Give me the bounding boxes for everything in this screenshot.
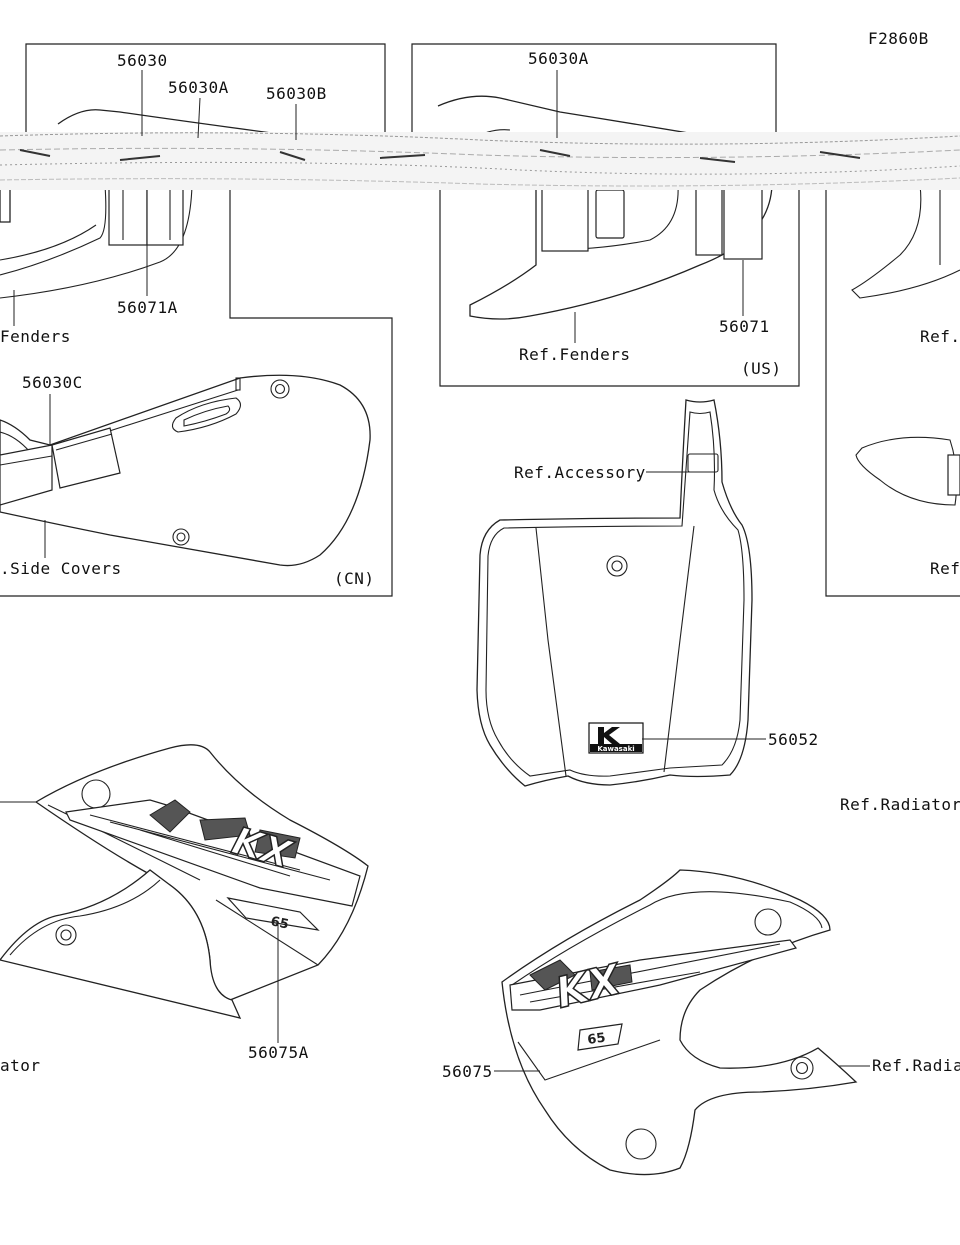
accessory-tab bbox=[687, 453, 719, 473]
shroud-right-bolt-inner bbox=[795, 1061, 809, 1075]
decal-56071-1 bbox=[695, 184, 723, 256]
decal-56030c-1 bbox=[0, 444, 53, 506]
kawasaki-logo-band bbox=[590, 744, 642, 752]
right-cut-cover bbox=[855, 436, 958, 506]
shroud-left-lower-edge bbox=[215, 899, 319, 966]
size-text-left: 65 bbox=[269, 914, 290, 932]
label-56071: 56071 bbox=[719, 317, 770, 336]
right-cut-fender bbox=[851, 184, 960, 299]
label-56030b: 56030B bbox=[266, 84, 327, 103]
shroud-left-bolt bbox=[55, 924, 77, 946]
number-plate-body bbox=[476, 399, 753, 787]
figure-code: F2860B bbox=[868, 29, 929, 48]
fender-box-us-bottom-frame bbox=[439, 185, 800, 387]
label-us: (US) bbox=[741, 359, 782, 378]
side-cover-bolt-bottom bbox=[172, 528, 190, 546]
side-cover-bolt-top bbox=[270, 379, 290, 399]
kx-letters-right-shadow bbox=[529, 959, 633, 991]
label-56030a-right: 56030A bbox=[528, 49, 589, 68]
left-fender-edge bbox=[0, 184, 107, 276]
shroud-left-lower-inner bbox=[9, 879, 161, 956]
number-plate-bolt-inner bbox=[611, 560, 623, 572]
shroud-right-hole-top bbox=[754, 908, 782, 936]
shroud-right-bolt bbox=[790, 1056, 814, 1080]
left-fender-slot bbox=[0, 184, 11, 223]
leader-56030a-left bbox=[197, 97, 201, 139]
label-ref-radiator-top: Ref.Radiator bbox=[840, 795, 960, 814]
radiator-shroud-right: KX 65 bbox=[501, 869, 858, 1176]
right-cut-decal bbox=[947, 454, 960, 496]
number-plate-crease-left bbox=[535, 527, 567, 777]
shroud-left-lower bbox=[0, 869, 242, 1019]
right-cut-frame bbox=[825, 185, 960, 597]
fender-box-left-top-frame bbox=[25, 43, 386, 140]
side-cover-bolt-bottom-inner bbox=[176, 532, 186, 542]
left-fender-outline bbox=[0, 184, 193, 299]
shroud-right-hole-bottom bbox=[625, 1128, 657, 1160]
shroud-right-body bbox=[501, 869, 858, 1176]
label-56030: 56030 bbox=[117, 51, 168, 70]
label-ref-fenders-left: Fenders bbox=[0, 327, 71, 346]
label-ref-radiator-right-cut: Ref.Radia bbox=[872, 1056, 960, 1075]
size-text-right: 65 bbox=[586, 1031, 606, 1048]
label-ref-radiator-left-cut: ator bbox=[0, 1056, 41, 1075]
decal-line bbox=[55, 433, 113, 451]
decal-56071a-1 bbox=[108, 184, 148, 246]
label-cn: (CN) bbox=[334, 569, 375, 588]
decal-56071a-2 bbox=[146, 184, 184, 246]
side-cover-box-frame bbox=[0, 185, 393, 597]
label-ref-fenders-right: Ref.Fenders bbox=[519, 345, 630, 364]
radiator-shroud-left: KX 65 bbox=[0, 744, 369, 1019]
decal-56071-2 bbox=[723, 184, 763, 260]
side-cover-slot-inner bbox=[183, 405, 231, 427]
right-cut-box bbox=[825, 184, 960, 597]
decal-56030c-2 bbox=[51, 427, 121, 489]
number-plate-crease-right bbox=[663, 525, 695, 773]
fender-box-us-top-frame bbox=[411, 43, 777, 140]
shroud-left-edge bbox=[47, 804, 201, 881]
kx-graphic-left bbox=[65, 799, 361, 907]
decal-line bbox=[0, 455, 53, 466]
label-56075: 56075 bbox=[442, 1062, 493, 1081]
number-plate-bolt bbox=[606, 555, 628, 577]
kx-letters-shadow bbox=[149, 799, 301, 859]
side-cover-slot bbox=[171, 397, 242, 433]
decal-us-1 bbox=[541, 184, 589, 252]
kx-graphic-stripes bbox=[89, 814, 331, 881]
label-ref-accessory: Ref.Accessory bbox=[514, 463, 646, 482]
label-56030c: 56030C bbox=[22, 373, 83, 392]
size-badge-left bbox=[226, 897, 320, 931]
torn-band bbox=[0, 132, 960, 190]
side-cover-notch bbox=[235, 377, 241, 391]
side-cover-cn bbox=[0, 374, 371, 567]
shroud-right-edge bbox=[511, 891, 823, 986]
label-56071a: 56071A bbox=[117, 298, 178, 317]
label-56075a: 56075A bbox=[248, 1043, 309, 1062]
shroud-right-lower-edge bbox=[517, 1039, 661, 1081]
side-cover-bolt-top-inner bbox=[274, 383, 286, 395]
label-ref-right-cut-2: Ref bbox=[930, 559, 960, 578]
shroud-left-bolt-inner bbox=[60, 929, 72, 941]
kx-graphic-right-stripes bbox=[519, 943, 781, 1003]
label-ref-side-covers: .Side Covers bbox=[0, 559, 122, 578]
label-56052: 56052 bbox=[768, 730, 819, 749]
left-fender-inner bbox=[0, 224, 97, 261]
decal-us-2 bbox=[595, 189, 625, 239]
number-plate: Kawasaki bbox=[476, 399, 753, 787]
kawasaki-logo-text: Kawasaki bbox=[597, 745, 634, 753]
label-ref-right-cut: Ref. bbox=[920, 327, 960, 346]
label-56030a-left: 56030A bbox=[168, 78, 229, 97]
number-plate-inner bbox=[485, 411, 745, 777]
size-badge-right bbox=[577, 1023, 623, 1051]
kawasaki-k-mark bbox=[598, 727, 620, 744]
